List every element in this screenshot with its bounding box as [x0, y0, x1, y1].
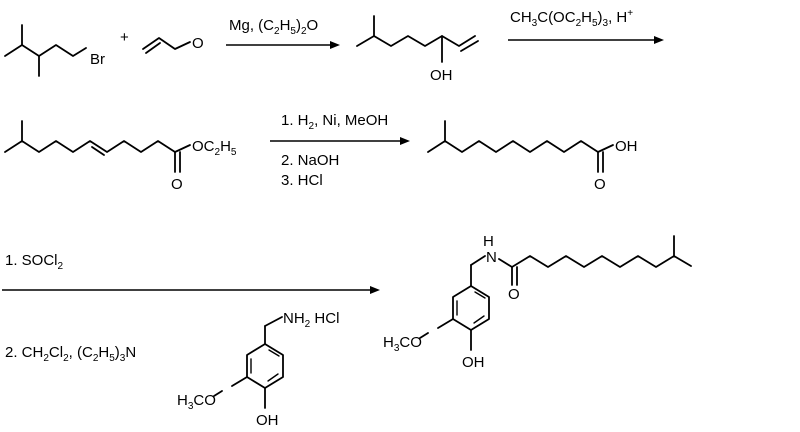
amine-methoxy-label: H3CO	[177, 392, 216, 412]
acid-hydroxyl-label: OH	[615, 138, 638, 155]
acidification-step-label: 3. HCl	[281, 172, 323, 189]
bromine-label: Br	[90, 51, 105, 68]
hydrogenation-step-label: 1. H2, Ni, MeOH	[281, 112, 388, 132]
plus-sign: +	[120, 29, 129, 46]
orthoester-reagent-label: CH3C(OC2H5)3, H+	[510, 8, 633, 29]
vanillylamine-hydrochloride: NH2 HCl H3CO OH	[177, 310, 339, 429]
reaction-arrow-2: CH3C(OC2H5)3, H+	[508, 8, 664, 44]
acrolein: O	[142, 35, 204, 54]
amine-phenol-label: OH	[256, 412, 279, 429]
ethoxy-label: OC2H5	[192, 138, 237, 158]
amine-hydrochloride-label: NH2 HCl	[283, 310, 339, 330]
nonivamide-product: H N O H3CO OH	[383, 233, 692, 371]
amide-carbonyl-oxygen-label: O	[508, 286, 520, 303]
isoamyl-bromide: Br	[4, 24, 105, 77]
product-phenol-label: OH	[462, 354, 485, 371]
grignard-reagent-label: Mg, (C2H5)2O	[229, 17, 318, 37]
reaction-arrow-1: Mg, (C2H5)2O	[226, 17, 340, 49]
methylnonanoic-acid: O OH	[427, 120, 638, 193]
aldehyde-oxygen-label: O	[192, 35, 204, 52]
product-methoxy-label: H3CO	[383, 334, 422, 354]
ethyl-ester: O OC2H5	[4, 120, 237, 193]
hydrolysis-step-label: 2. NaOH	[281, 152, 339, 169]
acid-carbonyl-oxygen-label: O	[594, 176, 606, 193]
allylic-alcohol: OH	[356, 15, 479, 84]
reaction-arrow-4: 1. SOCl2 2. CH2Cl2, (C2H5)3N	[2, 252, 380, 364]
ester-carbonyl-oxygen-label: O	[171, 176, 183, 193]
thionyl-chloride-step-label: 1. SOCl2	[5, 252, 64, 272]
reaction-arrow-3: 1. H2, Ni, MeOH 2. NaOH 3. HCl	[270, 112, 410, 189]
hydroxyl-label: OH	[430, 67, 453, 84]
coupling-conditions-label: 2. CH2Cl2, (C2H5)3N	[5, 344, 136, 364]
amide-nitrogen-label: H	[483, 233, 494, 250]
amide-nh-label: N	[486, 249, 497, 266]
